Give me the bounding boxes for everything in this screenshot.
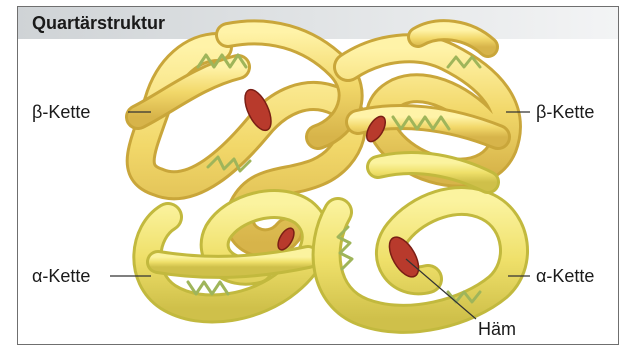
label-alpha-chain-right: α-Kette bbox=[536, 266, 594, 287]
hemoglobin-illustration bbox=[18, 7, 618, 344]
label-alpha-chain-left: α-Kette bbox=[32, 266, 90, 287]
label-beta-chain-right: β-Kette bbox=[536, 102, 594, 123]
figure-frame: Quartärstruktur bbox=[17, 6, 619, 345]
label-haem: Häm bbox=[478, 319, 516, 340]
alpha-chain-right bbox=[327, 163, 514, 319]
beta-chain-right bbox=[348, 30, 507, 173]
alpha-chain-left bbox=[147, 204, 316, 308]
label-beta-chain-left: β-Kette bbox=[32, 102, 90, 123]
